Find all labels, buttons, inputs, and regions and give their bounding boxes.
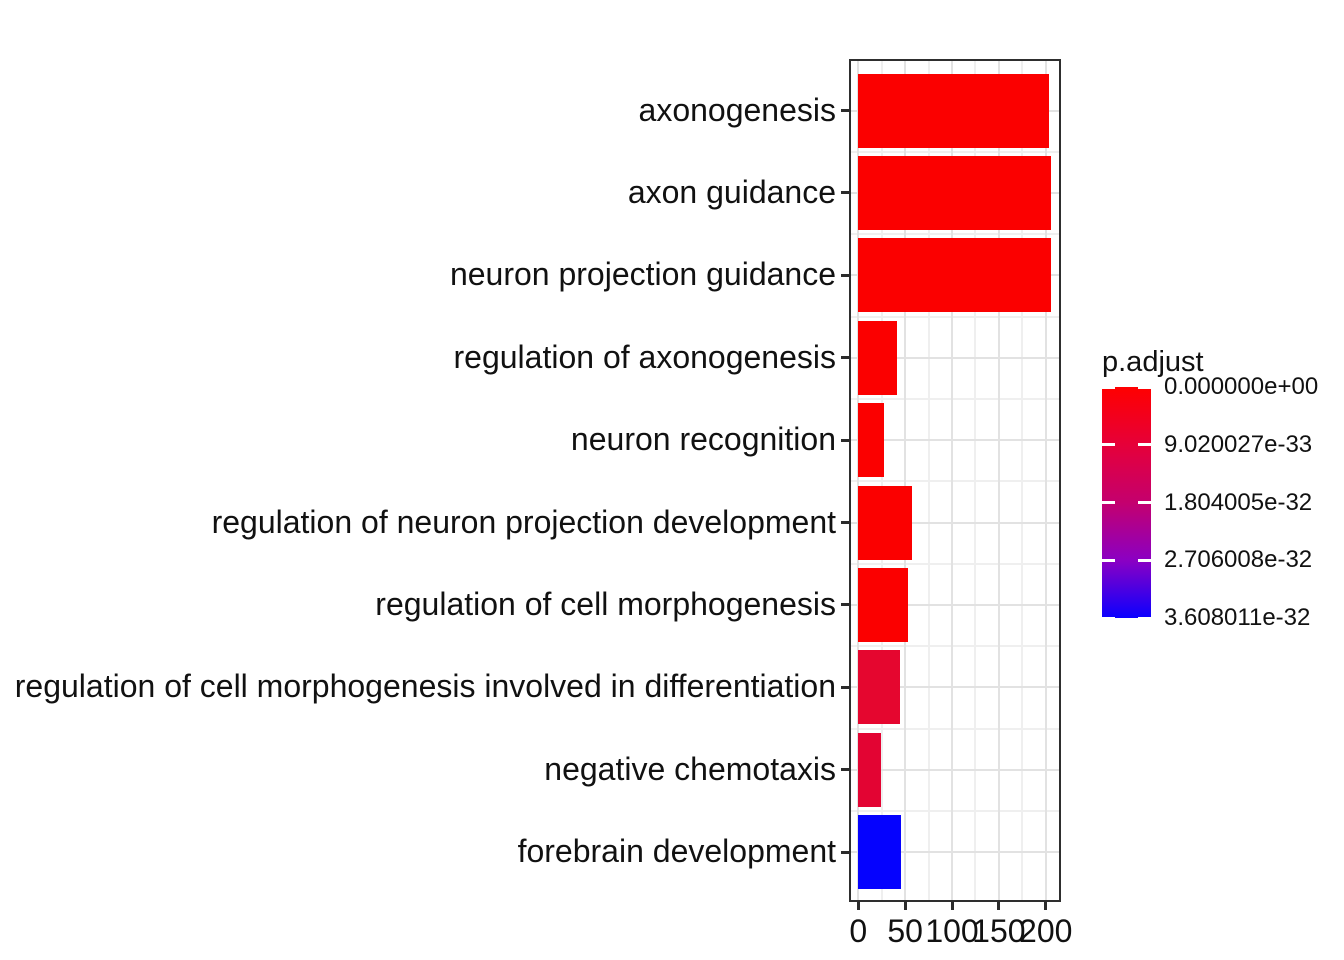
colorbar-tick: [1102, 443, 1115, 447]
gridline-horizontal-minor: [851, 809, 1059, 812]
gridline-horizontal-major: [851, 851, 1059, 854]
bar: [858, 815, 902, 890]
legend-colorbar: [1102, 385, 1151, 620]
gridline-horizontal-minor: [851, 150, 1059, 153]
x-tick-label: 100: [925, 913, 979, 949]
legend-title: p.adjust: [1102, 346, 1204, 378]
gridline-horizontal-major: [851, 768, 1059, 771]
bar: [858, 567, 908, 642]
gridline-horizontal-major: [851, 439, 1059, 442]
legend-tick-label: 3.608011e-32: [1164, 604, 1311, 631]
y-tick-label: negative chemotaxis: [544, 750, 836, 787]
x-tick-label: 150: [972, 913, 1026, 949]
gridline-horizontal-minor: [851, 233, 1059, 236]
x-tick-mark: [950, 901, 954, 910]
y-tick-mark: [841, 356, 850, 360]
y-tick-label: neuron projection guidance: [449, 256, 836, 293]
colorbar-tick: [1138, 501, 1151, 504]
x-tick-label: 200: [1019, 913, 1073, 949]
gridline-horizontal-major: [851, 521, 1059, 524]
y-tick-label: regulation of neuron projection developm…: [211, 503, 836, 540]
y-tick-mark: [841, 273, 850, 277]
gridline-vertical-major: [997, 61, 1000, 900]
gridline-horizontal-major: [851, 356, 1059, 359]
colorbar-tick: [1102, 558, 1115, 562]
gridline-vertical-major: [857, 61, 860, 900]
y-tick-mark: [841, 603, 850, 607]
bar: [858, 403, 884, 478]
gridline-vertical-major: [904, 61, 907, 900]
colorbar-tick: [1102, 501, 1115, 504]
gridline-horizontal-minor: [851, 480, 1059, 483]
colorbar-tick: [1102, 616, 1115, 620]
bar: [858, 485, 912, 560]
gridline-horizontal-major: [851, 603, 1059, 606]
y-tick-mark: [841, 768, 850, 772]
x-tick-mark: [1044, 901, 1048, 910]
x-tick-mark: [856, 901, 860, 910]
colorbar-tick: [1102, 385, 1115, 389]
x-tick-label: 0: [849, 913, 868, 949]
legend-tick-label: 9.020027e-33: [1164, 430, 1313, 458]
gridline-horizontal-major: [851, 686, 1059, 689]
y-tick-mark: [841, 850, 850, 854]
colorbar-tick: [1138, 558, 1151, 562]
gridline-horizontal-minor: [851, 645, 1059, 648]
gridline-horizontal-minor: [851, 562, 1059, 565]
y-tick-mark: [841, 521, 850, 524]
gridline-horizontal-minor: [851, 397, 1059, 400]
bar: [858, 238, 1052, 313]
bar: [858, 320, 897, 395]
colorbar-tick: [1138, 385, 1151, 389]
plot-panel: [849, 59, 1061, 902]
legend-tick-label: 0.000000e+00: [1164, 373, 1319, 400]
legend-tick-label: 1.804005e-32: [1164, 488, 1313, 516]
y-tick-label: forebrain development: [517, 832, 836, 869]
gridline-horizontal-minor: [851, 727, 1059, 730]
y-tick-mark: [841, 685, 850, 689]
x-tick-mark: [903, 901, 907, 910]
y-tick-mark: [841, 191, 850, 195]
y-tick-mark: [841, 438, 850, 442]
y-tick-mark: [841, 109, 850, 112]
bar: [858, 732, 881, 807]
bar: [858, 155, 1052, 230]
x-tick-label: 50: [887, 913, 923, 949]
gridline-vertical-major: [1044, 61, 1047, 900]
gridline-horizontal-minor: [851, 315, 1059, 318]
x-tick-mark: [997, 901, 1001, 910]
y-tick-label: regulation of cell morphogenesis involve…: [14, 668, 836, 705]
y-tick-label: axonogenesis: [638, 91, 836, 128]
bar: [858, 650, 900, 725]
y-tick-label: neuron recognition: [570, 420, 836, 457]
colorbar-tick: [1138, 443, 1151, 447]
bar: [858, 73, 1050, 148]
gridline-vertical-major: [951, 61, 954, 900]
y-tick-label: axon guidance: [627, 173, 836, 210]
y-tick-label: regulation of cell morphogenesis: [375, 585, 836, 622]
legend-tick-label: 2.706008e-32: [1164, 546, 1313, 574]
colorbar-tick: [1138, 616, 1151, 620]
y-tick-label: regulation of axonogenesis: [453, 338, 837, 375]
